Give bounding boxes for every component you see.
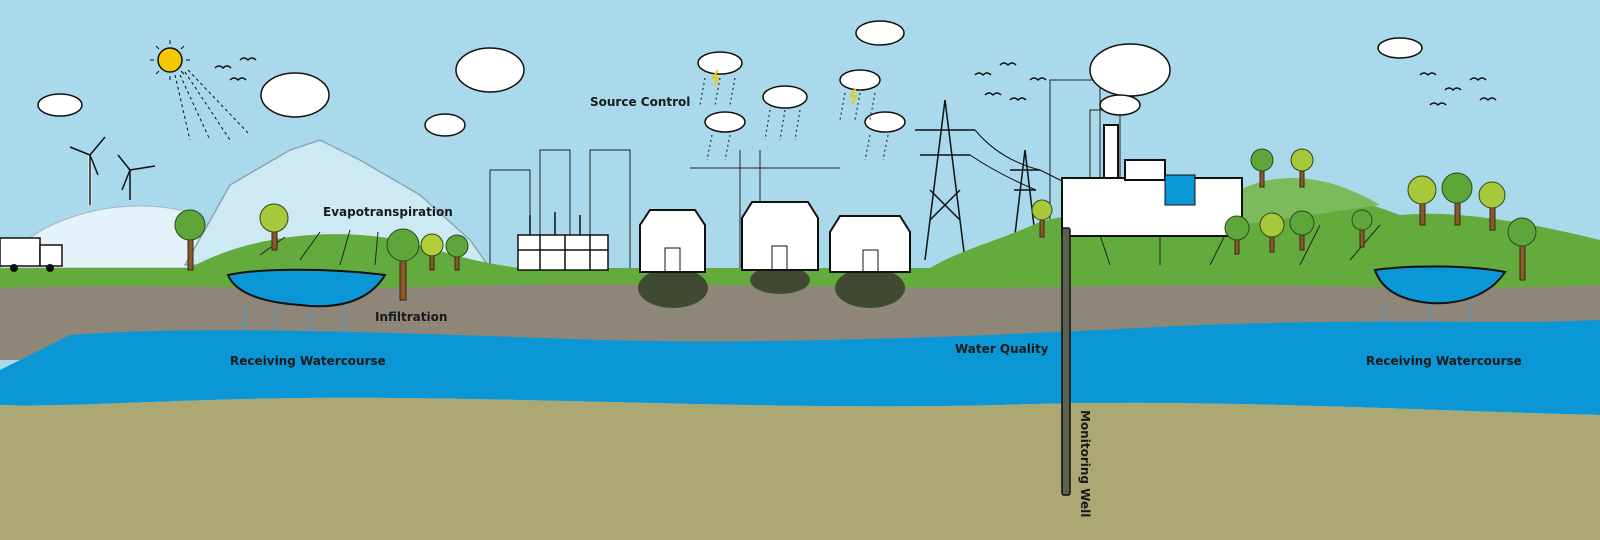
electricity-pylons [915, 99, 1081, 261]
cloud [260, 72, 330, 118]
label-evapotranspiration: Evapotranspiration [323, 205, 453, 219]
label-receiving-watercourse-left: Receiving Watercourse [230, 354, 386, 368]
house [741, 201, 819, 294]
tree [1441, 172, 1473, 226]
cloud [1099, 94, 1141, 116]
birds [214, 57, 1497, 107]
cloud [424, 113, 466, 137]
tree [174, 209, 206, 271]
cloud [1377, 37, 1423, 59]
construction-site [517, 212, 609, 271]
tree [420, 233, 444, 271]
tree [1224, 215, 1250, 255]
house [638, 209, 708, 308]
label-source-control: Source Control [590, 95, 690, 109]
tree [1289, 210, 1315, 251]
groundwater-watercourse [0, 320, 1600, 415]
sun-icon [150, 40, 251, 141]
retention-pond-left [226, 268, 387, 308]
lightning-icon [711, 69, 720, 87]
cloud [1089, 43, 1171, 97]
label-water-quality: Water Quality [955, 342, 1049, 356]
tree [1478, 181, 1506, 231]
retention-pond-right [1373, 265, 1507, 305]
tree [1507, 217, 1537, 281]
tree [1259, 212, 1285, 253]
tree [1351, 209, 1373, 248]
cloud [37, 93, 83, 117]
cloud [855, 20, 905, 46]
factory [1061, 124, 1243, 237]
lightning-icon [849, 87, 858, 105]
cloud [455, 47, 525, 93]
rain [699, 77, 889, 161]
house [829, 215, 911, 308]
tree [1250, 148, 1274, 188]
tree [1031, 199, 1053, 238]
tree [386, 228, 420, 301]
trees [174, 148, 1537, 301]
label-monitoring-well: Monitoring Well [1078, 410, 1092, 517]
truck [0, 237, 63, 272]
tree [445, 234, 469, 271]
houses [638, 201, 911, 308]
wind-turbines [69, 136, 156, 205]
tree [1290, 148, 1314, 188]
clouds [37, 20, 1423, 161]
label-receiving-watercourse-right: Receiving Watercourse [1366, 354, 1522, 368]
tree [259, 203, 289, 251]
bedrock-layer [0, 397, 1600, 540]
label-infiltration: Infiltration [375, 310, 447, 324]
rain-cloud [697, 51, 906, 133]
monitoring-well [1061, 227, 1071, 496]
tree [1407, 175, 1437, 226]
